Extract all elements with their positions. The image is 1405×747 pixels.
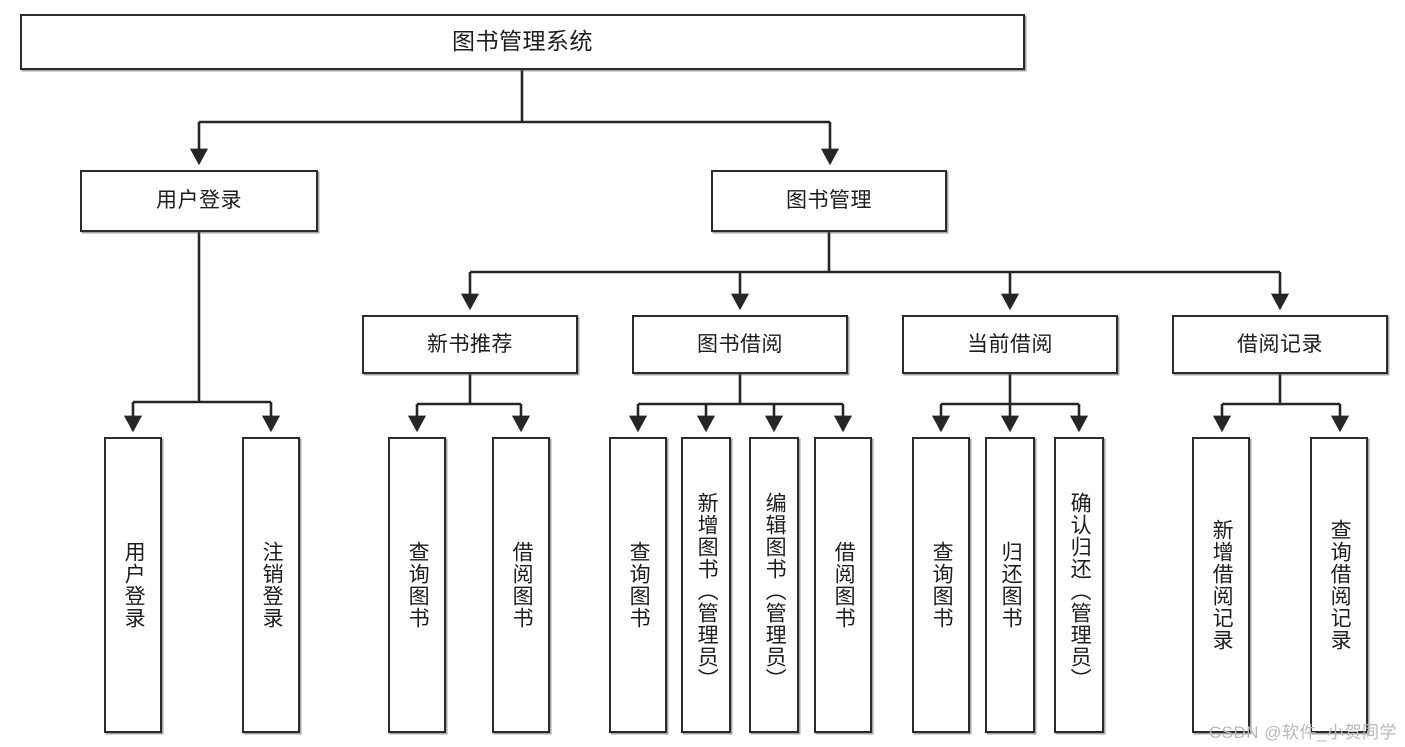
node-leaf-return-book[interactable]: 归还图书 xyxy=(985,437,1035,733)
node-leaf-add-book-admin[interactable]: 新增图书（管理员） xyxy=(681,437,731,733)
node-user-login[interactable]: 用户登录 xyxy=(80,170,318,232)
node-label: 查询图书 xyxy=(627,541,651,629)
node-leaf-add-loan-record[interactable]: 新增借阅记录 xyxy=(1192,437,1250,733)
node-leaf-query-book-recommendation[interactable]: 查询图书 xyxy=(388,437,446,733)
node-label: 新增借阅记录 xyxy=(1210,519,1234,651)
node-book-management[interactable]: 图书管理 xyxy=(711,170,947,232)
node-label: 图书管理系统 xyxy=(452,28,593,55)
node-label: 注销登录 xyxy=(260,541,284,629)
node-leaf-borrow-book-recommendation[interactable]: 借阅图书 xyxy=(492,437,550,733)
csdn-watermark: CSDN @软件_小贺同学 xyxy=(1208,723,1397,742)
node-leaf-query-book-current-loan[interactable]: 查询图书 xyxy=(912,437,970,733)
node-loan-records[interactable]: 借阅记录 xyxy=(1172,315,1388,374)
node-label: 用户登录 xyxy=(122,541,146,629)
node-label: 图书借阅 xyxy=(697,332,783,356)
node-root-book-management-system[interactable]: 图书管理系统 xyxy=(20,14,1025,70)
node-leaf-confirm-return-admin[interactable]: 确认归还（管理员） xyxy=(1054,437,1104,733)
node-leaf-borrow-book[interactable]: 借阅图书 xyxy=(814,437,872,733)
node-current-loans[interactable]: 当前借阅 xyxy=(902,315,1118,374)
node-leaf-query-loan-record[interactable]: 查询借阅记录 xyxy=(1310,437,1368,733)
node-leaf-query-book-borrowing[interactable]: 查询图书 xyxy=(609,437,667,733)
node-label: 借阅图书 xyxy=(510,541,534,629)
node-label: 图书管理 xyxy=(786,189,872,213)
node-label: 借阅记录 xyxy=(1237,332,1323,356)
node-label: 用户登录 xyxy=(156,189,242,213)
node-leaf-user-logout[interactable]: 注销登录 xyxy=(242,437,300,733)
node-book-borrowing[interactable]: 图书借阅 xyxy=(632,315,848,374)
node-label: 借阅图书 xyxy=(832,541,856,629)
node-label: 确认归还（管理员） xyxy=(1068,492,1092,690)
node-leaf-edit-book-admin[interactable]: 编辑图书（管理员） xyxy=(749,437,799,733)
node-label: 新增图书（管理员） xyxy=(695,492,719,690)
node-label: 查询图书 xyxy=(406,541,430,629)
node-label: 编辑图书（管理员） xyxy=(763,492,787,690)
node-new-book-recommendation[interactable]: 新书推荐 xyxy=(362,315,578,374)
node-label: 查询借阅记录 xyxy=(1328,519,1352,651)
node-label: 新书推荐 xyxy=(427,332,513,356)
node-leaf-user-login[interactable]: 用户登录 xyxy=(104,437,162,733)
node-label: 查询图书 xyxy=(930,541,954,629)
node-label: 归还图书 xyxy=(999,541,1023,629)
node-label: 当前借阅 xyxy=(967,332,1053,356)
